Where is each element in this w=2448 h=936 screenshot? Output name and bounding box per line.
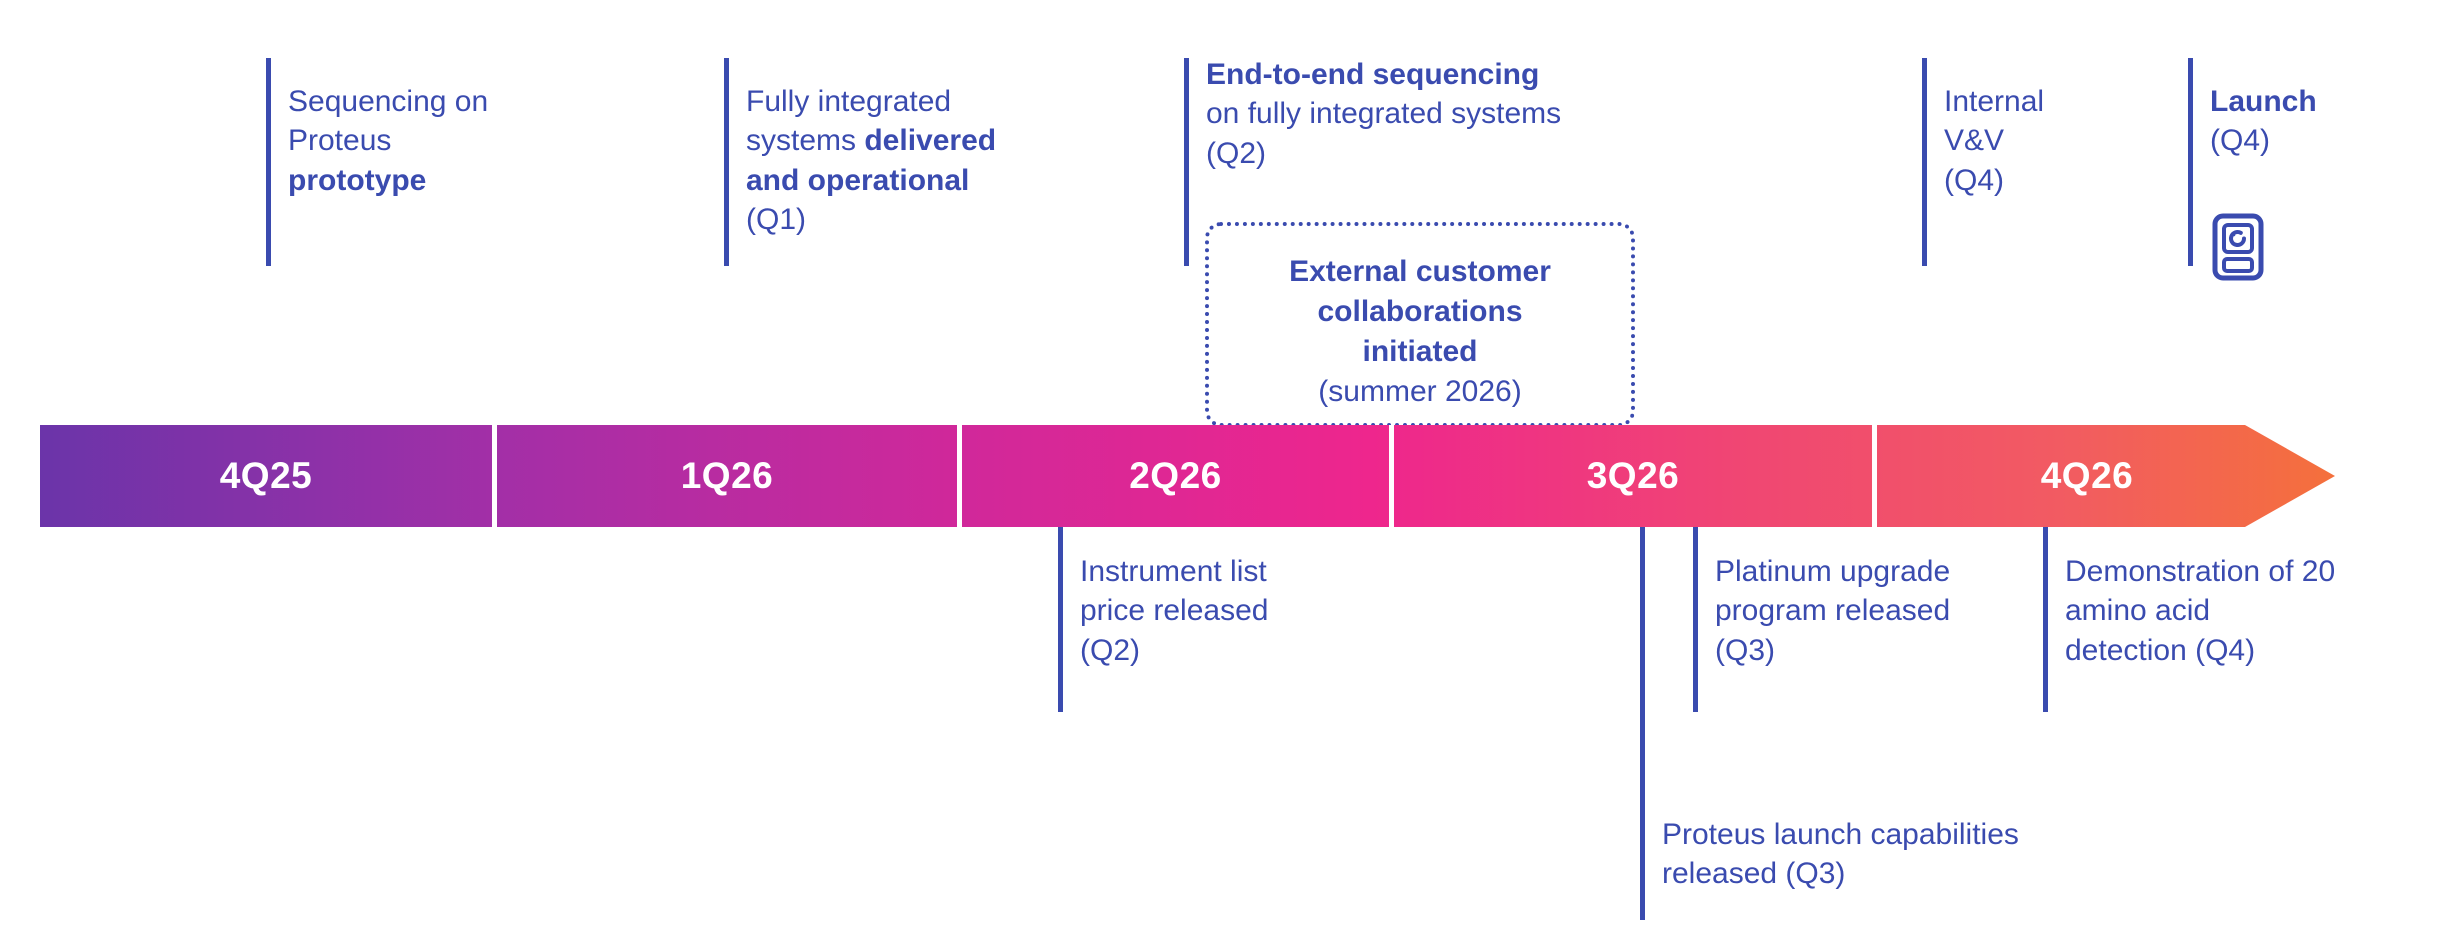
connector-line-platinum-upgrade-program [1693, 527, 1698, 712]
milestone-line: End-to-end sequencing [1206, 58, 1540, 91]
milestone-line: prototype [288, 163, 427, 197]
milestone-line: amino acid [2065, 594, 2211, 628]
milestone-line: Proteus launch capabilities [1662, 818, 2019, 851]
milestone-line: Sequencing on [288, 85, 489, 118]
sequencer-instrument-icon [2211, 213, 2265, 281]
milestone-line: (Q2) [1206, 136, 1266, 170]
timeline-segment-label-1q26: 1Q26 [680, 455, 774, 496]
milestone-line: Proteus [288, 124, 392, 158]
milestone-line: (Q4) [2210, 124, 2270, 158]
connector-line-sequencing-prototype [266, 58, 271, 266]
milestone-line: Demonstration of 20 [2065, 555, 2336, 588]
milestone-line: Instrument list [1080, 555, 1267, 588]
milestone-line: price released [1080, 594, 1269, 628]
connector-line-fully-integrated-systems [724, 58, 729, 266]
milestone-end-to-end-sequencing: End-to-end sequencing on fully integrate… [1206, 55, 1726, 173]
highlight-subtext: (summer 2026) [1318, 374, 1522, 408]
milestone-demonstration-of-20-amino-acid-detection: Demonstration of 20 amino acid detection… [2065, 552, 2395, 670]
timeline-bar [40, 425, 2335, 527]
milestone-line: Platinum upgrade [1715, 555, 1951, 588]
highlight-box-content: External customer collaborations initiat… [1209, 252, 1631, 412]
milestone-line: released (Q3) [1662, 857, 1846, 891]
timeline-segment-label-2q26: 2Q26 [1129, 455, 1222, 496]
milestone-line: and operational [746, 163, 970, 197]
connector-line-demonstration-amino-acid [2043, 527, 2048, 712]
connector-line-end-to-end-sequencing [1184, 58, 1189, 266]
connector-line-internal-vv [1922, 58, 1927, 266]
timeline-segment-label-4q25: 4Q25 [219, 455, 313, 496]
timeline-segment-label-3q26: 3Q26 [1586, 455, 1680, 496]
highlight-heading-line: initiated [1362, 334, 1478, 368]
highlight-heading-line: collaborations [1317, 294, 1523, 328]
timeline-segment-label-4q26: 4Q26 [2040, 455, 2134, 496]
milestone-line: (Q4) [1944, 163, 2004, 197]
milestone-proteus-launch-capabilities-released: Proteus launch capabilities released (Q3… [1662, 815, 2182, 894]
milestone-launch: Launch (Q4) [2210, 82, 2430, 161]
milestone-line-mixed: systems delivered [746, 121, 1066, 160]
milestone-line: on fully integrated systems [1206, 97, 1562, 131]
milestone-line: program released [1715, 594, 1951, 628]
milestone-line: (Q3) [1715, 633, 1775, 667]
milestone-text-bold: delivered [864, 124, 997, 158]
milestone-line: Fully integrated [746, 85, 952, 118]
highlight-box-external-customer-collaborations: External customer collaborations initiat… [1205, 222, 1635, 427]
connector-line-instrument-list-price [1058, 527, 1063, 712]
milestone-line: V&V [1944, 124, 2005, 158]
highlight-heading-line: External customer [1289, 255, 1551, 288]
milestone-line: Launch [2210, 85, 2317, 118]
milestone-line: detection (Q4) [2065, 633, 2256, 667]
milestone-line: (Q1) [746, 202, 806, 236]
milestone-instrument-list-price-released: Instrument list price released (Q2) [1080, 552, 1380, 670]
milestone-line: Internal [1944, 85, 2045, 118]
connector-line-proteus-launch-capabilities [1640, 527, 1645, 920]
milestone-internal-vv: Internal V&V (Q4) [1944, 82, 2184, 200]
milestone-line: (Q2) [1080, 633, 1140, 667]
milestone-sequencing-on-proteus-prototype: Sequencing on Proteus prototype [288, 82, 618, 200]
milestone-fully-integrated-systems-delivered: Fully integrated systems delivered and o… [746, 82, 1066, 239]
connector-line-launch [2188, 58, 2193, 266]
milestone-text-regular: systems [746, 124, 865, 158]
milestone-platinum-upgrade-program-released: Platinum upgrade program released (Q3) [1715, 552, 2045, 670]
